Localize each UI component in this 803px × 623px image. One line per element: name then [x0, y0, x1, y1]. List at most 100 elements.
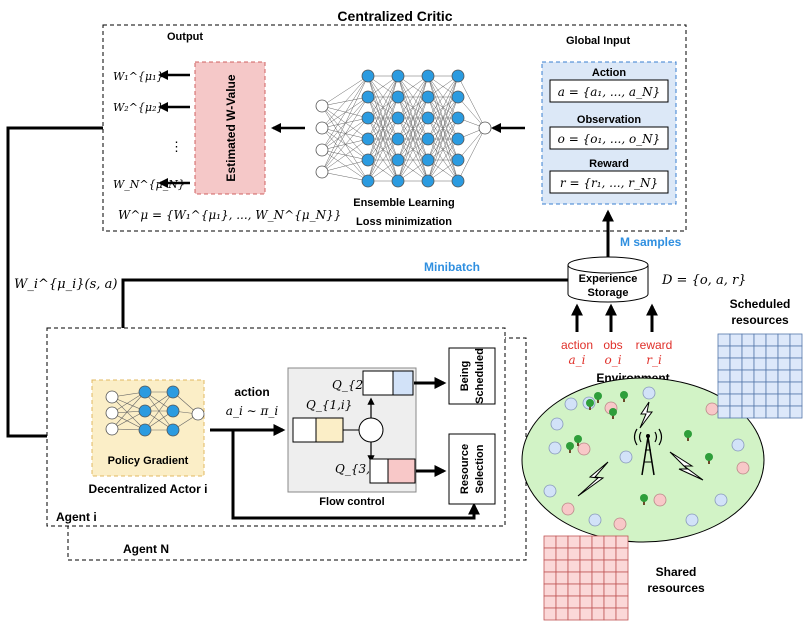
network-node [166, 404, 180, 418]
network-edge [367, 138, 399, 182]
grid-cell [579, 583, 593, 597]
network-node [105, 406, 119, 420]
tree-icon [594, 392, 602, 400]
scheduled-resources-grid [717, 333, 803, 419]
network-node [315, 165, 329, 179]
network-edge [321, 159, 369, 173]
tree-icon [612, 414, 614, 419]
user-equipment-icon [642, 386, 656, 400]
network-node [478, 121, 492, 135]
grid-cell [579, 607, 593, 621]
tree-icon [708, 459, 710, 464]
tree-icon [687, 436, 689, 441]
input-observation-box [549, 126, 669, 150]
grid-cell [543, 607, 557, 621]
user-equipment-icon [564, 397, 578, 411]
tree-icon [684, 430, 692, 438]
network-node [421, 174, 435, 188]
grid-cell [603, 607, 617, 621]
grid-cell [753, 405, 767, 419]
tree-icon [566, 442, 574, 450]
network-node [451, 90, 465, 104]
estimated-w-value-label: Estimated W-Value [224, 74, 238, 181]
output-label: Output [167, 31, 203, 43]
shared-resources-line2: resources [647, 581, 705, 595]
grid-cell [567, 583, 581, 597]
tree-icon [643, 500, 645, 505]
grid-cell [729, 345, 743, 359]
cell-tower-icon [633, 428, 663, 476]
grid-cell [615, 547, 629, 561]
network-edge [321, 127, 369, 182]
scheduler-node [358, 417, 384, 443]
network-node [166, 423, 180, 437]
network-edge [321, 171, 369, 182]
network-edge [367, 117, 399, 182]
network-edge [321, 138, 369, 151]
user-equipment-icon [685, 513, 699, 527]
network-node [138, 423, 152, 437]
grid-cell [729, 405, 743, 419]
grid-cell [579, 571, 593, 585]
user-equipment-icon [543, 484, 557, 498]
grid-cell [777, 357, 791, 371]
grid-cell [567, 547, 581, 561]
network-edge [111, 391, 146, 414]
network-edge [427, 75, 459, 140]
q1-label: Q_{1,i} [306, 398, 352, 412]
shared-resources-grid [543, 535, 629, 621]
grid-cell [615, 535, 629, 549]
signal-obs: obs [603, 338, 622, 352]
network-edge [321, 105, 369, 182]
global-input-label: Global Input [566, 35, 630, 47]
grid-cell [777, 333, 791, 347]
network-edge [321, 117, 369, 129]
tree-icon [589, 405, 591, 410]
grid-cell [615, 559, 629, 573]
grid-cell [543, 547, 557, 561]
network-edge [111, 391, 146, 430]
grid-cell [753, 393, 767, 407]
grid-cell [543, 583, 557, 597]
grid-cell [615, 607, 629, 621]
being-scheduled-line1: Being [459, 361, 471, 392]
signal-action-symbol: a_i [569, 353, 586, 367]
grid-cell [555, 595, 569, 609]
grid-cell [741, 345, 755, 359]
network-edge [457, 96, 486, 129]
lightning-icon-1 [577, 461, 609, 497]
grid-cell [543, 559, 557, 573]
minibatch-label: Minibatch [424, 260, 480, 274]
grid-cell [579, 535, 593, 549]
grid-cell [555, 547, 569, 561]
network-node [391, 153, 405, 167]
network-edge [321, 75, 369, 173]
network-edge [427, 117, 459, 182]
being-scheduled-box [448, 347, 496, 405]
grid-cell [789, 345, 803, 359]
q2-queue-fill [392, 370, 414, 396]
grid-cell [591, 595, 605, 609]
signal-obs-symbol: o_i [604, 353, 621, 367]
network-edge [144, 391, 174, 431]
network-node [361, 174, 375, 188]
grid-cell [603, 547, 617, 561]
signal-reward-symbol: r_i [646, 353, 662, 367]
network-node [451, 132, 465, 146]
tree-icon [569, 448, 571, 453]
grid-cell [603, 535, 617, 549]
grid-cell [753, 333, 767, 347]
network-node [315, 99, 329, 113]
actor-to-resource-arrow [231, 430, 480, 520]
network-edge [321, 127, 369, 140]
grid-cell [765, 357, 779, 371]
w-output-2: W₂^{μ₂} [113, 101, 164, 114]
grid-cell [789, 393, 803, 407]
input-action-formula: a = {a₁, ..., a_N} [558, 85, 660, 99]
grid-cell [603, 559, 617, 573]
network-node [421, 69, 435, 83]
tree-icon [705, 453, 713, 461]
user-equipment-icon [561, 502, 575, 516]
grid-cell [753, 345, 767, 359]
network-node [451, 153, 465, 167]
